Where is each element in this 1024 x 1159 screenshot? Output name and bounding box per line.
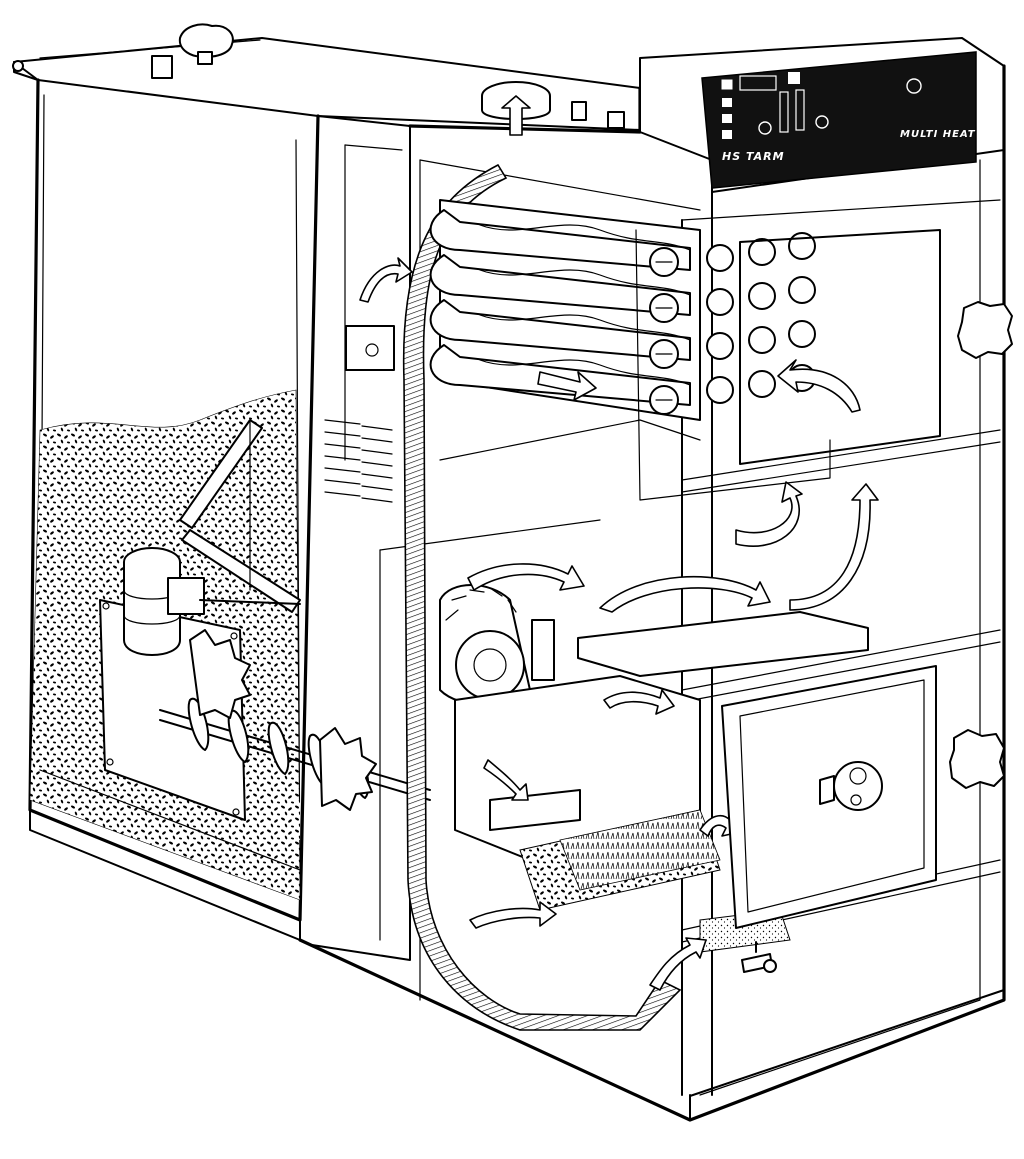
fan-wheel [455, 630, 525, 700]
lid-knob[interactable] [151, 23, 234, 79]
flue-outlet [481, 81, 625, 136]
auger-gear [319, 727, 377, 811]
gearbox [167, 577, 205, 615]
vent-grille [324, 419, 393, 503]
pellet-spill [250, 790, 300, 840]
hopper-body [28, 78, 320, 922]
display-window [739, 75, 777, 91]
ash-door[interactable] [721, 665, 937, 929]
airflow-arrow-exchanger [777, 359, 861, 413]
brand-label: HS TARM [722, 150, 785, 163]
airflow-arrows [467, 481, 879, 991]
door-knob-upper[interactable] [957, 301, 1013, 359]
baffle-plate [577, 611, 869, 677]
cleaning-door-frame [739, 229, 941, 465]
combustion-fan [439, 584, 555, 706]
boiler-body [298, 64, 1006, 1122]
airflow-arrow-top [359, 257, 413, 303]
heat-exchanger [429, 199, 941, 501]
panel-switch-2[interactable] [722, 114, 732, 123]
control-panel: HS TARM MULTI HEAT [701, 51, 977, 189]
thermometer-1 [779, 91, 789, 133]
flames [559, 809, 721, 891]
sensor-cap-1 [571, 101, 587, 121]
drain-valve[interactable] [741, 941, 777, 973]
panel-knob-1[interactable] [758, 121, 772, 135]
rail-bolt [12, 60, 24, 72]
panel-knob-2[interactable] [815, 115, 829, 129]
mode-button[interactable] [788, 72, 800, 84]
fan-motor [531, 619, 555, 681]
sight-glass [833, 761, 883, 811]
airflow-arrow-tube [537, 371, 597, 401]
feed-auger [159, 629, 431, 811]
agitator-arm [179, 419, 301, 613]
safety-switch-box [345, 325, 395, 371]
flue-up-arrow [501, 95, 531, 136]
thermostat-dial[interactable] [906, 78, 922, 94]
panel-switch-1[interactable] [722, 98, 732, 107]
indicator-light [721, 79, 733, 90]
sensor-cap-2 [607, 111, 625, 129]
feed-tube [402, 163, 682, 1031]
door-knob-lower[interactable] [949, 729, 1005, 789]
drive-gear [189, 629, 251, 719]
thermometer-2 [795, 89, 805, 131]
model-label: MULTI HEAT [900, 129, 976, 140]
panel-switch-3[interactable] [722, 130, 732, 139]
